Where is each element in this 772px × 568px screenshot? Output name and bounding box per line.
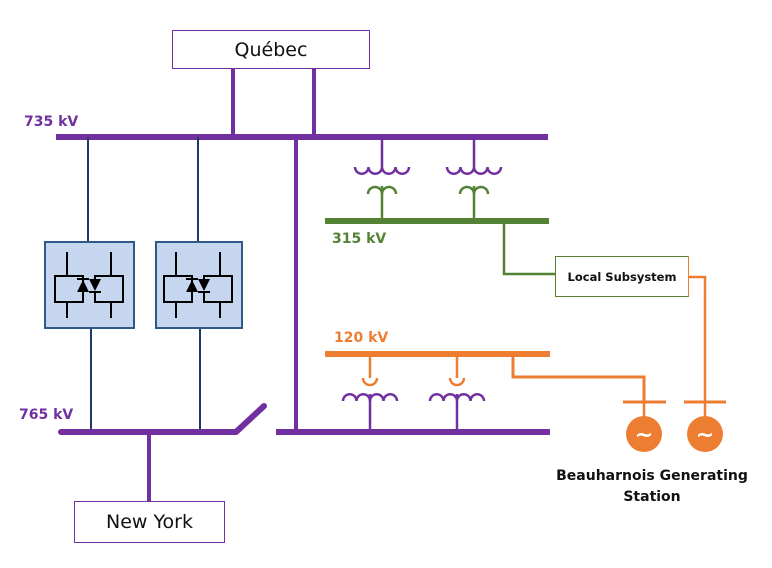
bus-765kv-label: 765 kV	[19, 407, 74, 423]
line-120-to-generator-1	[511, 354, 646, 402]
bus-735kv-label: 735 kV	[24, 114, 79, 130]
line-local-to-generator-2	[689, 275, 707, 402]
transformer-120-735-2	[428, 354, 486, 432]
line-315-to-local	[502, 221, 556, 276]
transformer-735-315-1	[353, 137, 411, 221]
converter-2	[155, 241, 243, 329]
generator-1-symbol: ~	[635, 423, 653, 448]
local-subsystem-label: Local Subsystem	[567, 269, 677, 284]
bus-765kv	[58, 403, 267, 435]
generating-station-label-line1: Beauharnois Generating	[556, 468, 748, 484]
igbt-diode-icon	[163, 252, 233, 318]
generating-station-label: Beauharnois Generating Station	[556, 466, 748, 508]
new-york-label: New York	[105, 511, 193, 533]
generator-2	[684, 400, 726, 452]
diode-up-icon	[186, 280, 198, 292]
diode-up-icon	[77, 280, 89, 292]
generating-station-label-line2: Station	[623, 489, 681, 505]
local-subsystem-box: Local Subsystem	[555, 256, 689, 297]
bus-315kv-label: 315 kV	[332, 231, 387, 247]
diode-down-icon	[198, 279, 210, 291]
igbt-diode-icon	[54, 252, 124, 318]
quebec-box: Québec	[172, 30, 370, 69]
new-york-box: New York	[74, 501, 225, 543]
quebec-label: Québec	[234, 38, 308, 61]
generator-2-symbol: ~	[696, 423, 714, 448]
transformer-120-735-1	[341, 354, 399, 432]
generator-1	[623, 400, 666, 452]
diode-down-icon	[89, 279, 101, 291]
converter-1	[44, 241, 135, 329]
transformer-735-315-2	[445, 137, 503, 221]
bus-120kv-label: 120 kV	[334, 330, 389, 346]
